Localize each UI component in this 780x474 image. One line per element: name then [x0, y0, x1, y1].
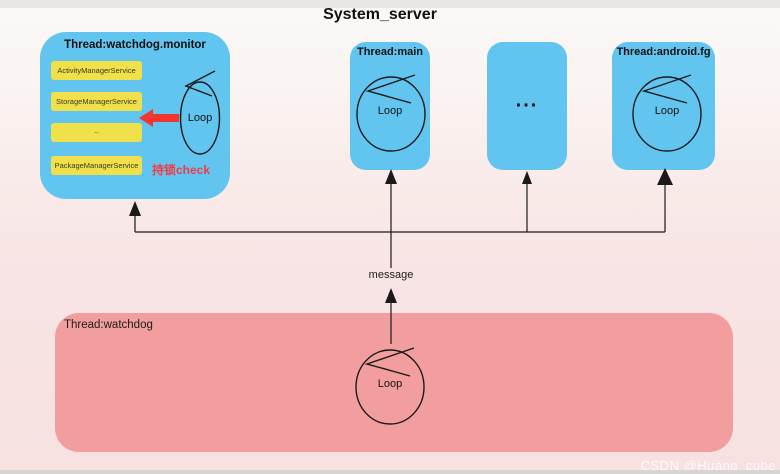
loop-label-main: Loop [377, 105, 403, 117]
loop-label-android-fg: Loop [654, 105, 680, 117]
loop-circle-icon [179, 70, 221, 155]
service-chip-ellipsis: -- [51, 123, 142, 142]
thread-watchdog-label: Thread:watchdog [64, 319, 153, 331]
loop-label-monitor: Loop [187, 112, 213, 124]
thread-others-box: ... [487, 42, 567, 170]
thread-main-label: Thread:main [356, 46, 423, 58]
thread-watchdog-box: Thread:watchdog Loop [55, 313, 733, 452]
loop-circle-icon [355, 347, 425, 425]
thread-main-box: Thread:main Loop [350, 42, 430, 170]
service-chip-package-manager: PackageManagerService [51, 156, 142, 175]
diagram-title: System_server [323, 6, 437, 23]
message-label: message [368, 269, 414, 281]
service-chip-activity-manager: ActivityManagerService [51, 61, 142, 80]
thread-watchdog-monitor-box: Thread:watchdog.monitor ActivityManagerS… [40, 32, 230, 199]
thread-android-fg-label: Thread:android.fg [616, 46, 711, 58]
lock-check-label: 持锁check [152, 163, 211, 177]
loop-circle-icon [632, 74, 702, 152]
watermark: CSDN @Huang_cube [640, 458, 776, 473]
loop-circle-icon [356, 74, 426, 152]
lock-check-arrow-icon [139, 109, 179, 127]
ellipsis-label: ... [515, 89, 539, 112]
loop-label-watchdog: Loop [377, 378, 403, 390]
thread-watchdog-monitor-label: Thread:watchdog.monitor [64, 39, 206, 51]
top-border-strip [0, 0, 780, 8]
thread-android-fg-box: Thread:android.fg Loop [612, 42, 715, 170]
service-chip-storage-manager: StorageManagerService [51, 92, 142, 111]
bottom-border-strip [0, 470, 780, 474]
